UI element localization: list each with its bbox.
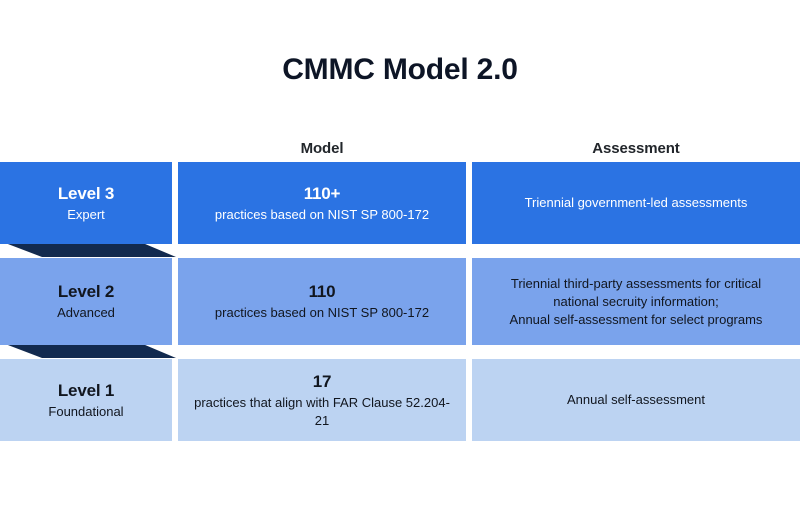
assessment-cell-1: Annual self-assessment <box>472 359 800 441</box>
assessment-text-3: Triennial government-led assessments <box>525 194 748 212</box>
level-name-2: Level 2 <box>57 282 115 301</box>
level-cell-3: Level 3 Expert <box>0 162 172 244</box>
navy-accent-shape-lower <box>0 342 176 358</box>
assessment-line: Triennial government-led assessments <box>524 195 748 210</box>
level-cell-1: Level 1 Foundational <box>0 359 172 441</box>
table-row-level-2: Level 2 Advanced 110 practices based on … <box>0 258 800 345</box>
level-desc-3: Expert <box>67 206 105 222</box>
practice-desc-3: practices based on NIST SP 800-172 <box>214 206 430 222</box>
practice-desc-2: practices based on NIST SP 800-172 <box>214 305 430 320</box>
assessment-text-2: Triennial third-party assessments for cr… <box>510 275 763 329</box>
level-desc-1: Foundational <box>48 403 124 419</box>
practice-count-1: 17 <box>312 371 332 391</box>
table-row-level-1: Level 1 Foundational 17 practices that a… <box>0 359 800 441</box>
assessment-cell-3: Triennial government-led assessments <box>472 162 800 244</box>
page-title: CMMC Model 2.0 <box>282 53 518 86</box>
model-cell-1: 17 practices that align with FAR Clause … <box>178 359 466 441</box>
practice-count-2: 110 <box>308 282 336 301</box>
assessment-line: Annual self-assessment for select progra… <box>509 311 763 327</box>
assessment-line: national secruity information; <box>553 293 719 309</box>
practice-desc-1: practices that align with FAR Clause 52.… <box>194 394 450 428</box>
assessment-line: Annual self-assessment <box>566 392 705 407</box>
column-header-model: Model <box>300 140 344 157</box>
practice-count-3: 110+ <box>303 183 341 203</box>
model-cell-3: 110+ practices based on NIST SP 800-172 <box>178 162 466 244</box>
table-row-level-3: Level 3 Expert 110+ practices based on N… <box>0 162 800 244</box>
assessment-text-1: Annual self-assessment <box>567 391 705 409</box>
column-header-assessment: Assessment <box>592 140 680 157</box>
level-name-3: Level 3 <box>57 183 115 203</box>
navy-accent-shape-upper <box>0 241 176 257</box>
level-cell-2: Level 2 Advanced <box>0 258 172 345</box>
assessment-cell-2: Triennial third-party assessments for cr… <box>472 258 800 345</box>
assessment-line: Triennial third-party assessments for cr… <box>510 275 762 291</box>
model-cell-2: 110 practices based on NIST SP 800-172 <box>178 258 466 345</box>
level-desc-2: Advanced <box>57 305 115 320</box>
level-name-1: Level 1 <box>57 380 115 400</box>
